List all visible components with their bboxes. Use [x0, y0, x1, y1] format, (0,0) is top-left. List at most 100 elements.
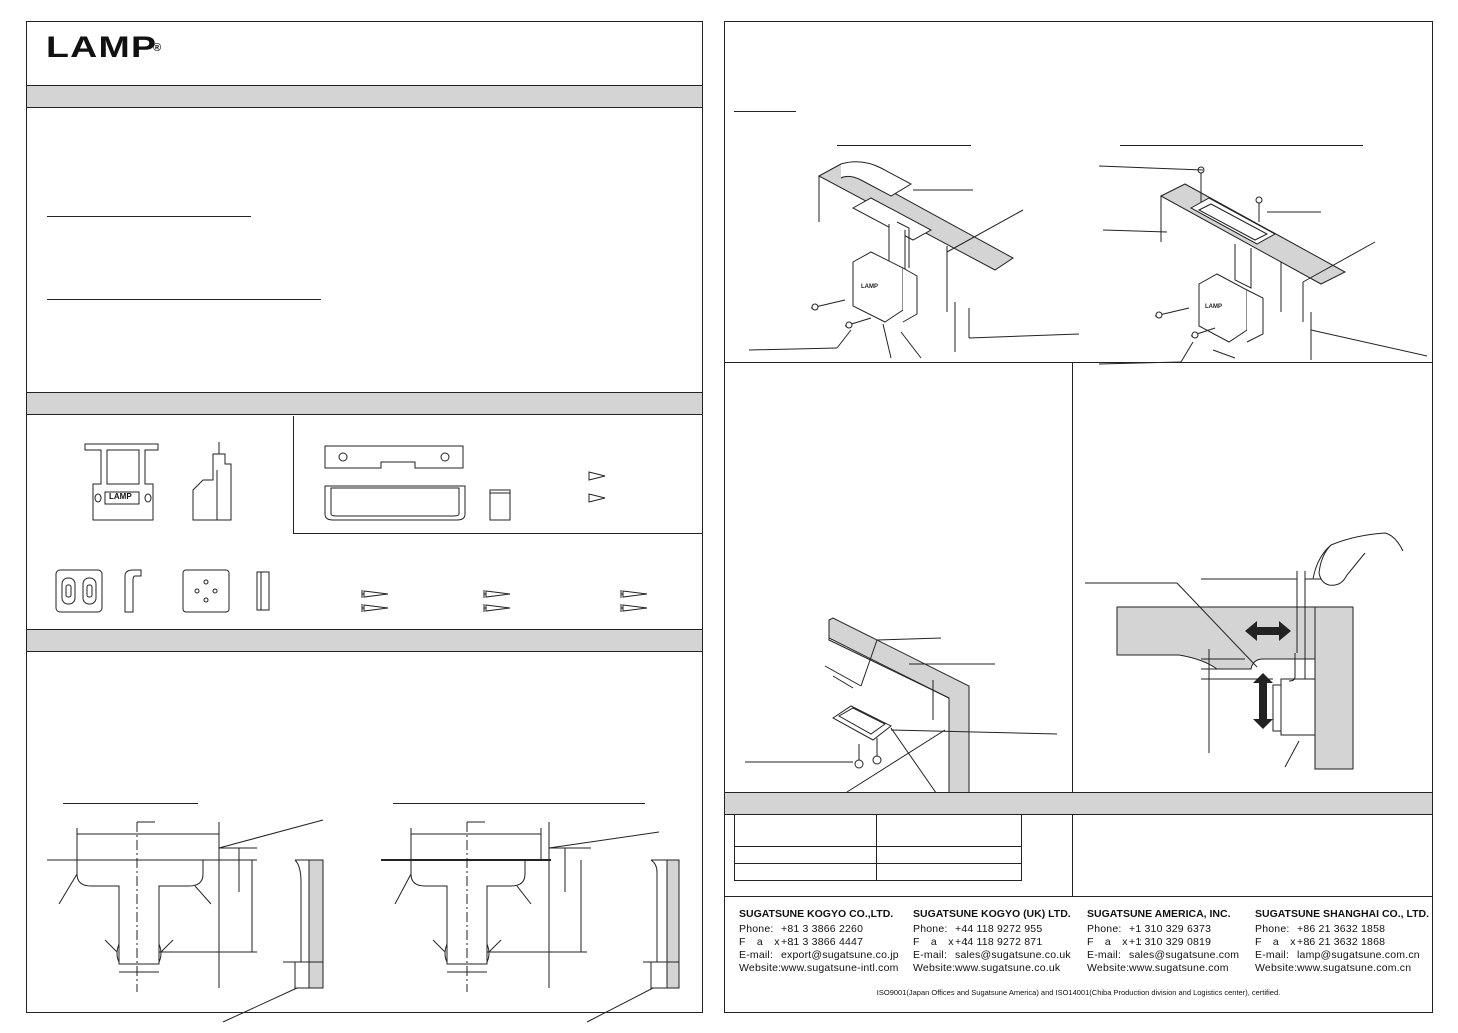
template-drawing-1	[47, 812, 337, 1007]
fax-label: F a x :	[913, 936, 973, 948]
website-row: Website:www.sugatsune.com	[1087, 962, 1239, 975]
latch-mark-1: LAMP	[861, 284, 878, 290]
phone-value: +86 21 3632 1858	[1297, 923, 1386, 935]
small-screws-diagram	[587, 468, 617, 502]
fax-label: F a x :	[739, 936, 799, 948]
mount-plate-side-diagram	[253, 568, 273, 616]
spec-table-row	[734, 846, 1022, 864]
fax-label: F a x :	[1255, 936, 1315, 948]
right-divider-vertical	[1072, 362, 1073, 896]
screw-pair-2-diagram	[482, 588, 514, 616]
fax-label: F a x :	[1087, 936, 1147, 948]
catch-plate-diagram	[323, 444, 468, 474]
phone-row: Phone: +44 118 9272 955	[913, 923, 1071, 936]
lamp-logo: LAMP	[46, 31, 158, 64]
email-row: E-mail: lamp@sugatsune.com.cn	[1255, 949, 1429, 962]
latch-install-diagram-2: LAMP	[1095, 162, 1431, 362]
email-row: E-mail: export@sugatsune.co.jp	[739, 949, 899, 962]
left-instruction-panel: LAMP ® LAMP	[26, 21, 703, 1013]
email-link[interactable]: sales@sugatsune.com	[1129, 949, 1240, 961]
latch-mark-2: LAMP	[1205, 304, 1222, 310]
website-link[interactable]: www.sugatsune.co.uk	[955, 962, 1061, 974]
company-shanghai: SUGATSUNE SHANGHAI CO., LTD. Phone: +86 2…	[1255, 908, 1429, 975]
registered-mark: ®	[153, 42, 162, 54]
parts-divider-horizontal	[293, 533, 703, 534]
screw-pair-3-diagram	[619, 588, 651, 616]
right-divider-horizontal-1	[725, 362, 1433, 363]
spec-table-cell	[734, 814, 877, 847]
website-row: Website:www.sugatsune-intl.com	[739, 962, 899, 975]
spec-table-cell	[876, 846, 1022, 864]
adjustment-diagram	[1085, 527, 1430, 777]
website-row: Website:www.sugatsune.co.uk	[913, 962, 1071, 975]
right-instruction-panel: LAMP LAMP	[724, 21, 1433, 1013]
fax-row: F a x :+81 3 3866 4447	[739, 936, 899, 949]
website-label: Website:	[913, 962, 956, 974]
phone-row: Phone: +1 310 329 6373	[1087, 923, 1239, 936]
strike-front-diagram	[54, 568, 106, 616]
website-label: Website:	[1255, 962, 1298, 974]
template-title-underline-1	[63, 803, 198, 804]
certification-note: ISO9001(Japan Offices and Sugatsune Amer…	[876, 988, 1281, 997]
spec-table-header-row	[734, 814, 1022, 847]
fax-value: +1 310 329 0819	[1129, 936, 1212, 948]
section-band-2	[27, 392, 702, 415]
section-band-3	[27, 629, 702, 652]
installation-heading-underline	[734, 111, 796, 112]
phone-label: Phone:	[739, 923, 774, 935]
website-link[interactable]: www.sugatsune-intl.com	[781, 962, 899, 974]
latch-label: LAMP	[109, 492, 132, 501]
fax-row: F a x :+1 310 329 0819	[1087, 936, 1239, 949]
website-row: Website:www.sugatsune.com.cn	[1255, 962, 1429, 975]
spec-table-cell	[876, 863, 1022, 881]
strike-side-diagram	[119, 568, 149, 616]
email-link[interactable]: lamp@sugatsune.com.cn	[1297, 949, 1420, 961]
phone-value: +81 3 3866 2260	[781, 923, 864, 935]
email-row: E-mail:sales@sugatsune.co.uk	[913, 949, 1071, 962]
email-label: E-mail:	[739, 949, 774, 961]
phone-row: Phone: +86 21 3632 1858	[1255, 923, 1429, 936]
spec-table-row	[734, 863, 1022, 881]
company-name: SUGATSUNE SHANGHAI CO., LTD.	[1255, 908, 1430, 920]
phone-label: Phone:	[1255, 923, 1290, 935]
subheading-underline-1	[47, 216, 251, 217]
spec-table	[734, 814, 1022, 881]
parts-divider-vertical	[293, 416, 294, 533]
company-uk: SUGATSUNE KOGYO (UK) LTD. Phone: +44 118 …	[913, 908, 1071, 975]
fax-row: F a x :+44 118 9272 871	[913, 936, 1071, 949]
spacer-block-diagram	[488, 486, 514, 522]
company-footer: SUGATSUNE KOGYO CO.,LTD. Phone: +81 3 386…	[725, 896, 1432, 1014]
website-link[interactable]: www.sugatsune.com	[1129, 962, 1229, 974]
fax-value: +86 21 3632 1868	[1297, 936, 1386, 948]
website-label: Website:	[1087, 962, 1130, 974]
company-america: SUGATSUNE AMERICA, INC. Phone: +1 310 329…	[1087, 908, 1239, 975]
spec-table-cell	[734, 863, 877, 881]
strike-install-diagram	[741, 620, 1061, 800]
catch-bracket-diagram	[323, 484, 468, 524]
phone-row: Phone: +81 3 3866 2260	[739, 923, 899, 936]
email-link[interactable]: sales@sugatsune.co.uk	[955, 949, 1071, 961]
subheading-underline-2	[47, 299, 321, 300]
install-method-1-underline	[837, 145, 971, 146]
email-row: E-mail: sales@sugatsune.com	[1087, 949, 1239, 962]
company-name: SUGATSUNE KOGYO (UK) LTD.	[913, 908, 1071, 920]
phone-value: +44 118 9272 955	[955, 923, 1043, 935]
phone-label: Phone:	[913, 923, 948, 935]
phone-value: +1 310 329 6373	[1129, 923, 1212, 935]
install-method-2-underline	[1120, 145, 1363, 146]
website-link[interactable]: www.sugatsune.com.cn	[1297, 962, 1412, 974]
company-name: SUGATSUNE KOGYO CO.,LTD.	[739, 908, 894, 920]
mount-plate-front-diagram	[181, 568, 233, 616]
section-band-1	[27, 85, 702, 108]
email-link[interactable]: export@sugatsune.co.jp	[781, 949, 899, 961]
latch-front-diagram	[83, 440, 163, 525]
company-name: SUGATSUNE AMERICA, INC.	[1087, 908, 1231, 920]
spec-table-cell	[734, 846, 877, 864]
phone-label: Phone:	[1087, 923, 1122, 935]
template-drawing-2	[381, 812, 671, 1007]
latch-install-diagram-1: LAMP	[741, 162, 1081, 362]
fax-value: +44 118 9272 871	[955, 936, 1043, 948]
email-label: E-mail:	[1087, 949, 1122, 961]
email-label: E-mail:	[1255, 949, 1290, 961]
fax-value: +81 3 3866 4447	[781, 936, 864, 948]
